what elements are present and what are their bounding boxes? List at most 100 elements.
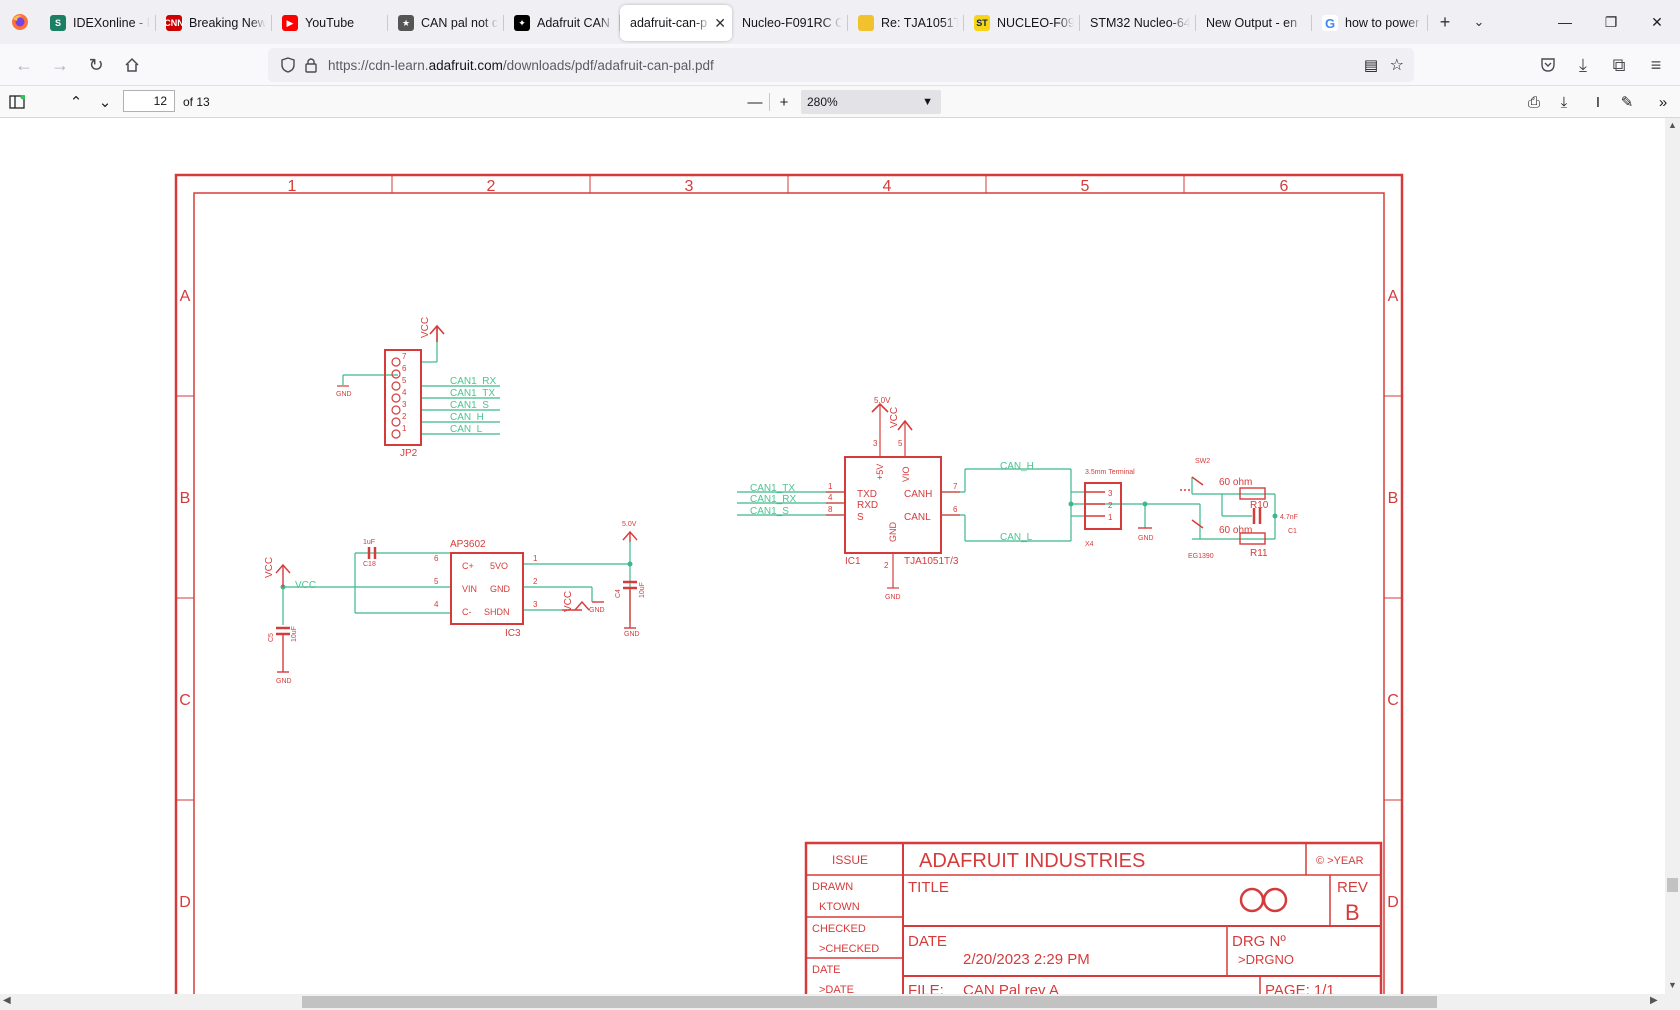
date2-label: DATE — [812, 964, 841, 976]
tab-3[interactable]: ★CAN pal not c — [388, 5, 504, 41]
capacitor-name: C5 — [268, 633, 275, 642]
reload-icon[interactable]: ↻ — [80, 49, 112, 81]
reader-view-icon[interactable]: ▤ — [1364, 56, 1378, 74]
scroll-right-icon[interactable]: ▶ — [1650, 995, 1658, 1006]
print-icon[interactable]: ⎙ — [1521, 89, 1547, 115]
column-label: 3 — [685, 178, 694, 195]
drawing-frame — [176, 175, 1402, 994]
pin-number: 3 — [873, 439, 878, 448]
pin-label: GND — [888, 522, 898, 543]
vertical-scroll-thumb[interactable] — [1667, 878, 1678, 892]
tab-title: adafruit-can-p — [630, 16, 711, 30]
close-window-icon[interactable]: ✕ — [1634, 0, 1680, 44]
horizontal-scrollbar[interactable]: ◀ ▶ — [0, 994, 1680, 1010]
extensions-icon[interactable]: ⧉ — [1603, 49, 1635, 81]
row-label: D — [1387, 894, 1399, 911]
pin-label: TXD — [857, 489, 877, 500]
menu-icon[interactable]: ≡ — [1640, 49, 1672, 81]
url-text[interactable]: https://cdn-learn.adafruit.com/downloads… — [328, 58, 714, 73]
row-label: B — [180, 490, 191, 507]
tab-favicon-icon: G — [1322, 15, 1338, 31]
pin-label: C+ — [462, 561, 474, 571]
row-label: A — [180, 288, 191, 305]
net-label: CAN1_S — [450, 400, 489, 411]
horizontal-scroll-thumb[interactable] — [302, 996, 1437, 1008]
tab-favicon-icon: S — [50, 15, 66, 31]
gnd-label: GND — [589, 607, 605, 614]
firefox-icon[interactable] — [0, 0, 40, 44]
pin-number: 1 — [1108, 513, 1113, 522]
zoom-divider — [769, 93, 770, 111]
url-prefix: https://cdn-learn. — [328, 58, 429, 73]
page-count: of 13 — [183, 95, 210, 109]
tab-favicon-icon: ST — [974, 15, 990, 31]
zoom-value: 280% — [807, 95, 838, 109]
list-all-tabs-icon[interactable]: ⌄ — [1462, 4, 1496, 40]
pdf-viewer[interactable]: 1 2 3 4 5 6 A B C D A B C D 7 — [0, 118, 1665, 994]
scroll-left-icon[interactable]: ◀ — [3, 995, 11, 1006]
tab-separator — [1427, 15, 1428, 31]
tab-11[interactable]: Ghow to power — [1312, 5, 1428, 41]
row-label: A — [1388, 288, 1399, 305]
restore-icon[interactable]: ❐ — [1588, 0, 1634, 44]
tab-8[interactable]: STNUCLEO-F09 — [964, 5, 1080, 41]
downloads-icon[interactable]: ⤓ — [1567, 49, 1599, 81]
text-tool-icon[interactable]: I — [1585, 89, 1611, 115]
issue-label: ISSUE — [832, 853, 868, 867]
save-icon[interactable]: ⤓ — [1551, 89, 1577, 115]
close-tab-icon[interactable]: ✕ — [714, 15, 726, 32]
tab-0[interactable]: S IDEXonline - I — [40, 5, 156, 41]
next-page-icon[interactable]: ⌄ — [92, 89, 118, 115]
pin-label: SHDN — [484, 607, 510, 617]
company-name: ADAFRUIT INDUSTRIES — [919, 850, 1145, 872]
column-label: 2 — [487, 178, 496, 195]
tools-menu-icon[interactable]: » — [1650, 89, 1676, 115]
minimize-icon[interactable]: — — [1542, 0, 1588, 44]
pin-number: 8 — [828, 505, 833, 514]
net-label: CAN_H — [450, 412, 484, 423]
pocket-icon[interactable] — [1532, 49, 1564, 81]
page-number-input[interactable]: 12 — [123, 90, 175, 112]
home-icon[interactable] — [116, 49, 148, 81]
bookmark-star-icon[interactable]: ☆ — [1390, 55, 1404, 75]
tab-4[interactable]: ✦Adafruit CAN — [504, 5, 620, 41]
schematic-sheet: 1 2 3 4 5 6 A B C D A B C D 7 — [0, 118, 1665, 994]
scroll-up-icon[interactable]: ▲ — [1668, 120, 1677, 130]
tab-7[interactable]: Re: TJA1051T/ — [848, 5, 964, 41]
pin-number: 5 — [402, 376, 407, 385]
previous-page-icon[interactable]: ⌃ — [63, 89, 89, 115]
sidebar-toggle-icon[interactable] — [4, 89, 30, 115]
ic1-part: TJA1051T/3 — [904, 556, 959, 567]
zoom-out-icon[interactable]: — — [742, 89, 768, 115]
pin-number: 6 — [953, 505, 958, 514]
url-domain: adafruit.com — [429, 58, 503, 73]
tab-9[interactable]: STM32 Nucleo-64 — [1080, 5, 1196, 41]
tab-1[interactable]: CNNBreaking New — [156, 5, 272, 41]
tab-10[interactable]: New Output - en — [1196, 5, 1312, 41]
back-icon[interactable]: ← — [8, 49, 40, 81]
pin-number: 2 — [533, 577, 538, 586]
vertical-scrollbar[interactable]: ▲ ▼ — [1665, 118, 1680, 994]
zoom-select[interactable]: 280%▼ — [801, 90, 941, 114]
vcc-label: VCC — [420, 317, 431, 338]
pin-label: C- — [462, 607, 472, 617]
file-label: FILE: — [908, 982, 944, 994]
tab-5[interactable]: adafruit-can-p✕ — [620, 5, 732, 41]
tab-6[interactable]: Nucleo-F091RC C — [732, 5, 848, 41]
shield-icon[interactable] — [280, 57, 296, 78]
pin-number: 2 — [402, 412, 407, 421]
row-label: C — [1387, 692, 1399, 709]
forward-icon[interactable]: → — [44, 49, 76, 81]
capacitor-name: C18 — [363, 561, 376, 568]
lock-icon[interactable] — [304, 57, 318, 78]
zoom-in-icon[interactable]: + — [771, 89, 797, 115]
scroll-down-icon[interactable]: ▼ — [1668, 980, 1677, 990]
tab-title: IDEXonline - I — [73, 16, 150, 30]
ic3-part: AP3602 — [450, 539, 486, 550]
pin-label: 5VO — [490, 561, 508, 571]
new-tab-button[interactable]: + — [1428, 4, 1462, 40]
pin-label: VIO — [901, 466, 911, 482]
url-bar[interactable]: https://cdn-learn.adafruit.com/downloads… — [268, 48, 1414, 82]
draw-tool-icon[interactable]: ✎ — [1614, 89, 1640, 115]
tab-2[interactable]: ▶YouTube — [272, 5, 388, 41]
